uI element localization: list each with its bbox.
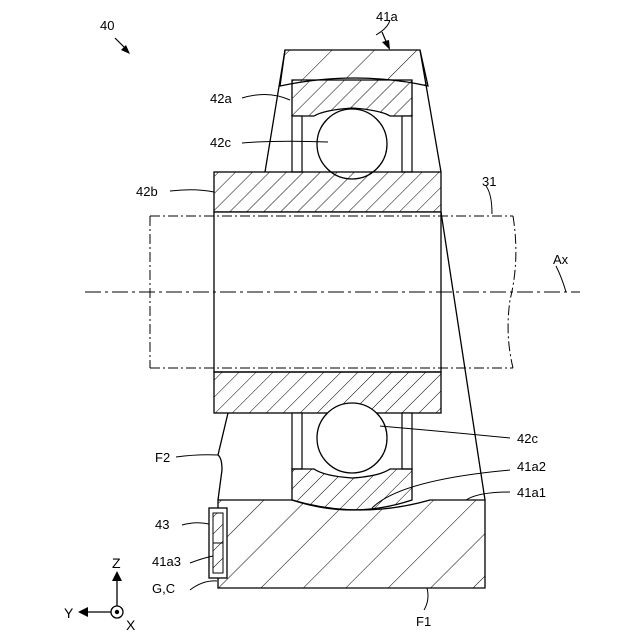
label-corner: 41a1 xyxy=(517,485,546,500)
leader-corner xyxy=(466,492,510,500)
axis-z-label: Z xyxy=(112,555,121,571)
housing-arrow xyxy=(382,32,390,50)
leader-sensor xyxy=(182,523,209,525)
leader-f1 xyxy=(424,588,428,610)
label-axis: Ax xyxy=(553,252,569,267)
label-mount: 41a3 xyxy=(152,554,181,569)
label-f2: F2 xyxy=(155,450,170,465)
axis-y-label: Y xyxy=(64,605,74,621)
axis-x-label: X xyxy=(126,617,136,633)
label-sensor: 43 xyxy=(155,517,169,532)
assembly-arrow xyxy=(115,38,130,54)
leader-lower-ball xyxy=(380,426,510,438)
lower-outer-ring xyxy=(292,469,412,510)
label-gap: G,C xyxy=(152,581,175,596)
housing-base xyxy=(218,500,485,588)
label-inner-ring: 42b xyxy=(136,184,158,199)
label-outer-ring: 42a xyxy=(210,91,232,106)
sensor xyxy=(209,508,227,578)
label-upper-ball: 42c xyxy=(210,135,231,150)
label-housing: 41a xyxy=(376,9,398,24)
label-assembly: 40 xyxy=(100,18,114,33)
leader-f2 xyxy=(176,455,218,457)
label-lower-ball: 42c xyxy=(517,431,538,446)
lower-ball xyxy=(317,403,387,473)
leader-axis xyxy=(556,266,566,292)
upper-ball xyxy=(317,109,387,179)
leader-inner-ring xyxy=(170,190,214,192)
leader-upper-ball xyxy=(242,141,328,143)
label-f1: F1 xyxy=(416,614,431,629)
leader-gap xyxy=(190,581,217,590)
label-groove: 41a2 xyxy=(517,459,546,474)
label-shaft: 31 xyxy=(482,174,496,189)
leader-shaft xyxy=(486,186,492,214)
coordinate-axes: Z Y X xyxy=(64,555,136,633)
leader-outer-ring xyxy=(242,94,290,100)
